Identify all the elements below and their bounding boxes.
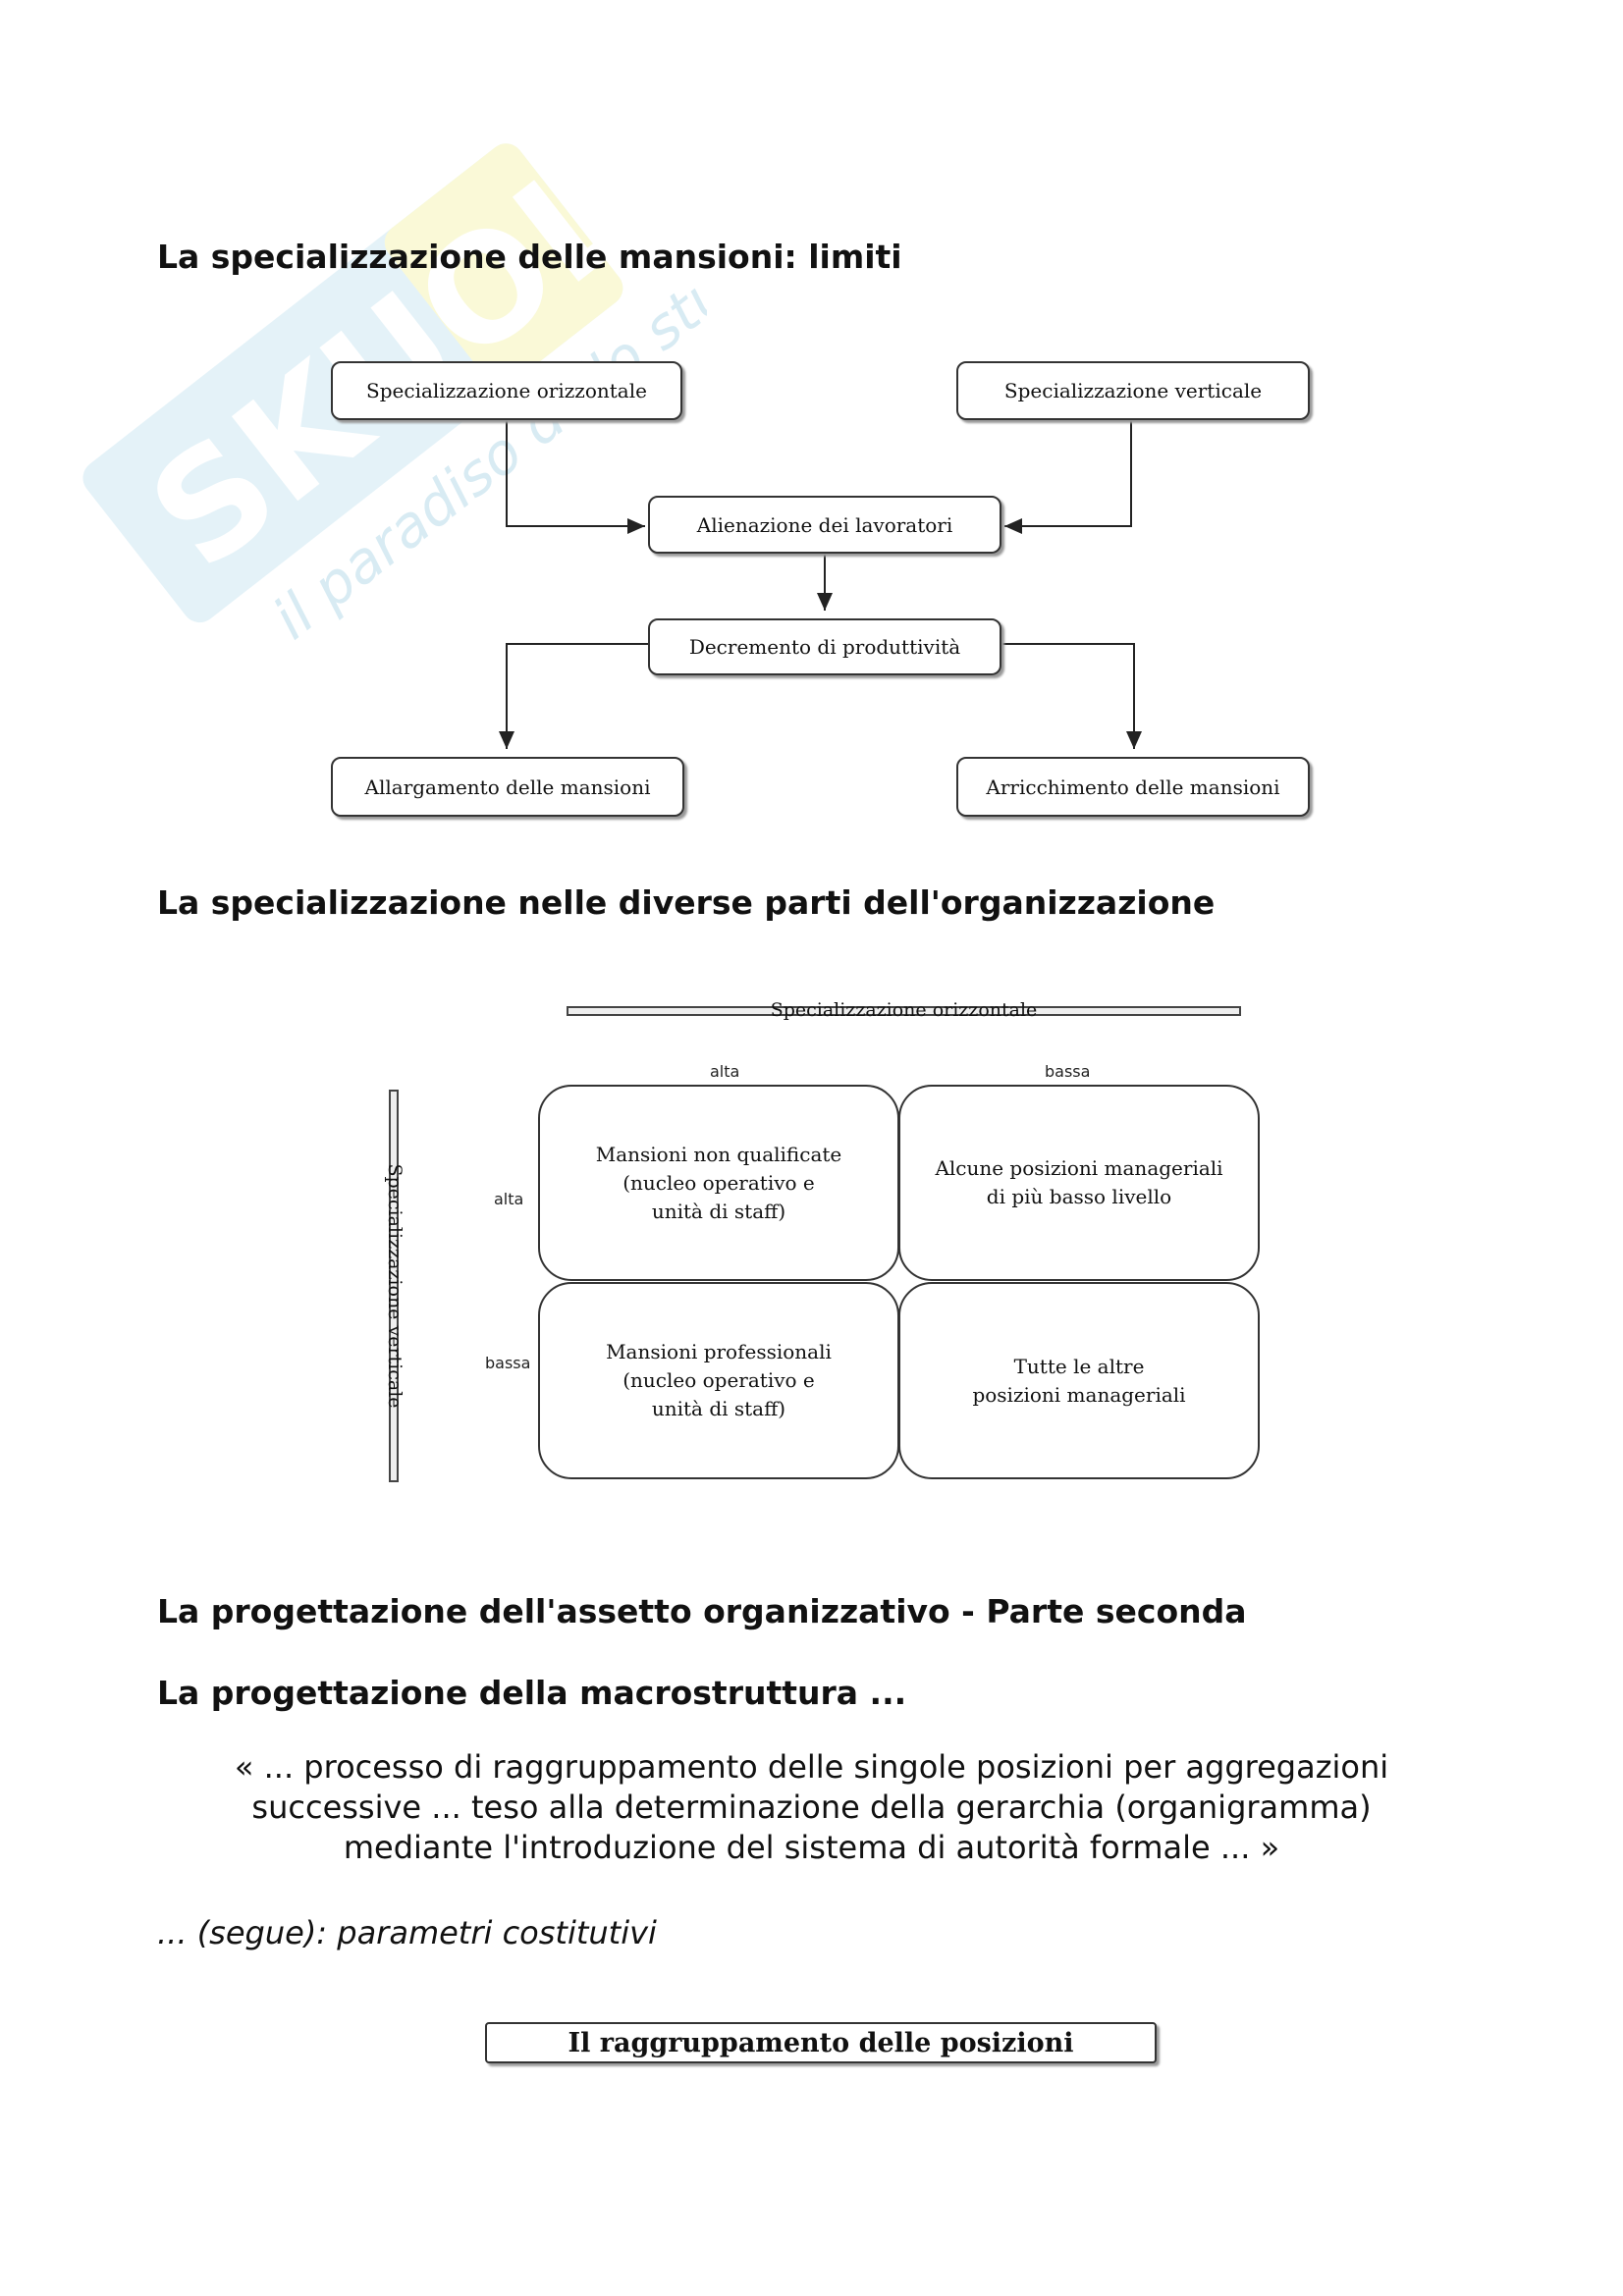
box-vertical-specialization: Specializzazione verticale bbox=[956, 361, 1310, 420]
parameters-line: ... (segue): parametri costitutivi bbox=[157, 1914, 657, 1951]
box-productivity-decrement: Decremento di produttività bbox=[648, 618, 1001, 675]
box-worker-alienation: Alienazione dei lavoratori bbox=[648, 496, 1001, 554]
vertical-axis-label: Specializzazione verticale bbox=[384, 1163, 406, 1409]
arrow-vertical-to-alienation bbox=[1004, 420, 1132, 534]
quote-line: « ... processo di raggruppamento delle s… bbox=[234, 1748, 1389, 1786]
row-label-high: alta bbox=[494, 1190, 524, 1208]
horizontal-axis-bar bbox=[567, 1006, 1241, 1016]
matrix-cell-high-high: Mansioni non qualificate (nucleo operati… bbox=[538, 1085, 899, 1281]
row-label-low: bassa bbox=[485, 1354, 531, 1372]
column-label-low: bassa bbox=[1045, 1062, 1091, 1081]
box-horizontal-specialization: Specializzazione orizzontale bbox=[331, 361, 682, 420]
quote-line: successive ... teso alla determinazione … bbox=[251, 1789, 1372, 1826]
section-title-design-part-two: La progettazione dell'assetto organizzat… bbox=[157, 1592, 1247, 1630]
vertical-axis-bar bbox=[389, 1090, 399, 1482]
section-title-limits: La specializzazione delle mansioni: limi… bbox=[157, 238, 902, 276]
column-label-high: alta bbox=[710, 1062, 740, 1081]
quote-line: mediante l'introduzione del sistema di a… bbox=[343, 1829, 1280, 1866]
section-title-organization-parts: La specializzazione nelle diverse parti … bbox=[157, 883, 1216, 922]
box-position-grouping: Il raggruppamento delle posizioni bbox=[485, 2022, 1157, 2063]
box-job-enlargement: Allargamento delle mansioni bbox=[331, 757, 684, 817]
arrow-decrement-to-enrichment bbox=[1001, 643, 1142, 749]
matrix-cell-low-high: Mansioni professionali (nucleo operativo… bbox=[538, 1282, 899, 1479]
box-job-enrichment: Arricchimento delle mansioni bbox=[956, 757, 1310, 817]
definition-quote: « ... processo di raggruppamento delle s… bbox=[157, 1747, 1466, 1868]
section-subtitle-macrostructure: La progettazione della macrostruttura ..… bbox=[157, 1674, 907, 1712]
matrix-cell-low-low: Tutte le altre posizioni manageriali bbox=[898, 1282, 1260, 1479]
horizontal-axis-label: Specializzazione orizzontale bbox=[770, 999, 1038, 1021]
matrix-cell-high-low: Alcune posizioni manageriali di più bass… bbox=[898, 1085, 1260, 1281]
